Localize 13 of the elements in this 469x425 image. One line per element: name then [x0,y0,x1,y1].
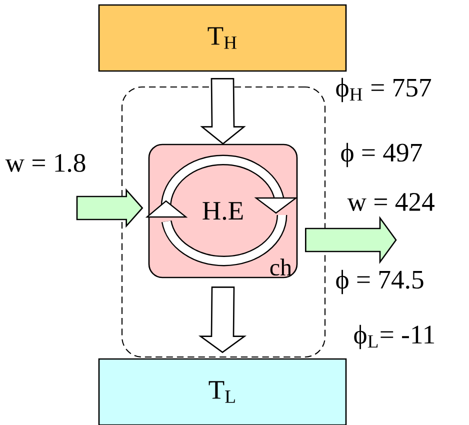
block-arrow [198,286,247,354]
system-boundary [121,86,326,358]
quantity-label: ϕ$_{L}$= -11 [354,324,434,350]
reservoir-box: T$_{L}$ [98,358,347,425]
block-arrow [305,216,397,264]
block-arrow [76,188,144,228]
block-arrow [200,78,246,145]
reservoir-box: T$_{H}$ [98,4,347,72]
quantity-label: w = 1.8 [5,154,86,172]
quantity-label: ϕ = 74.5 [336,270,424,294]
quantity-label: ϕ$_{H}$ = 757 [336,78,432,102]
quantity-label: w = 424 [347,193,434,211]
quantity-label: ϕ = 497 [341,142,422,168]
